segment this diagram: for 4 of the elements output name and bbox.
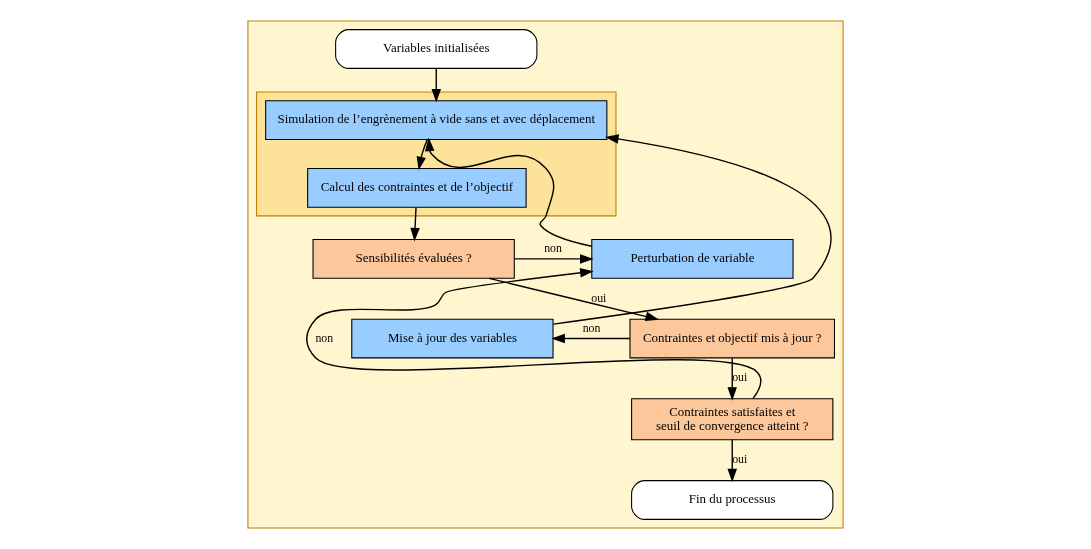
edge-label: non <box>315 330 334 345</box>
edge-label: non <box>544 241 562 256</box>
edge-label: non <box>582 320 601 335</box>
edge-label: oui <box>591 290 607 305</box>
